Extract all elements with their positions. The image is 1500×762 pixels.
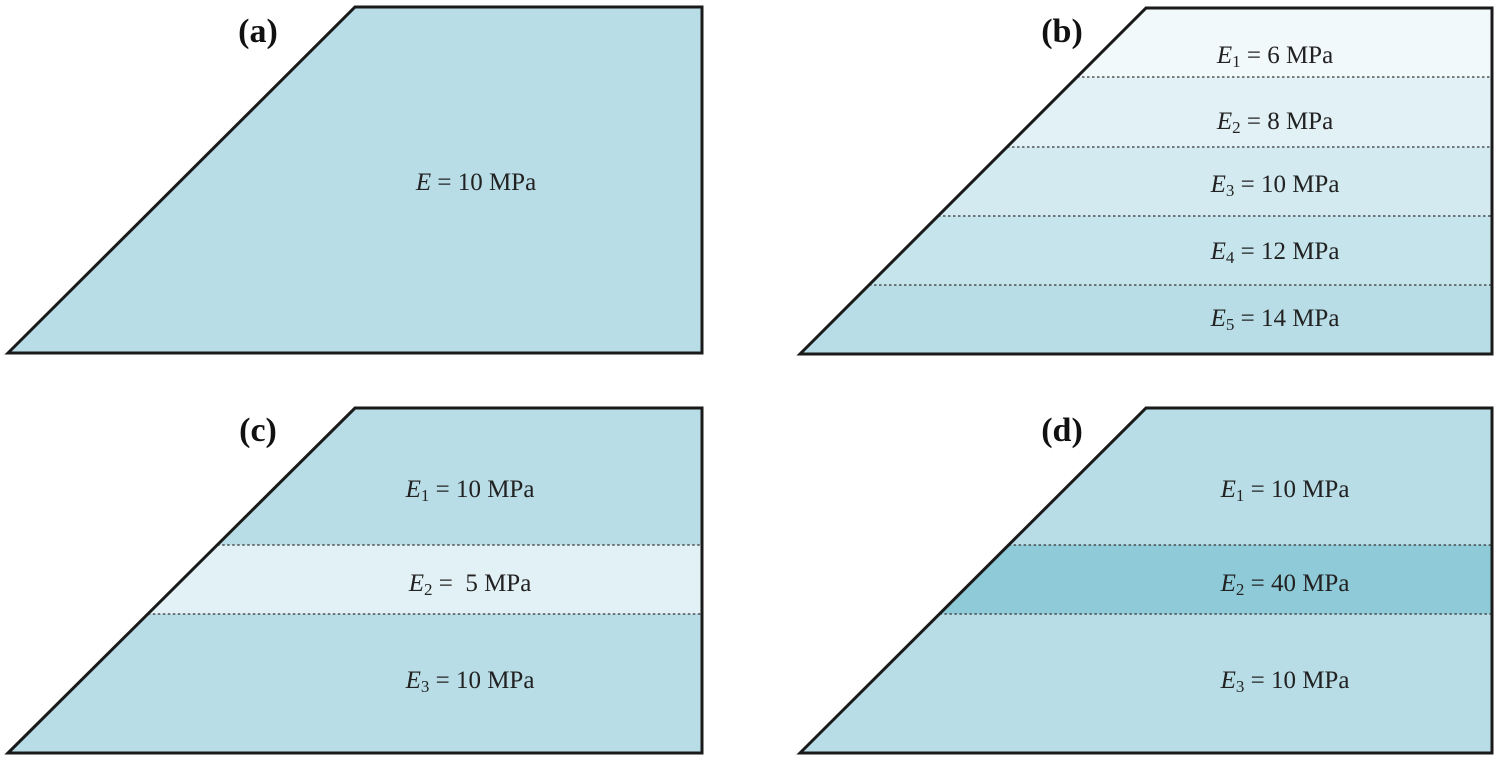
modulus-symbol: E xyxy=(405,667,421,694)
layer-1-fill xyxy=(8,7,702,353)
layer-1-fill xyxy=(1008,408,1492,545)
layer-5-fill xyxy=(800,285,1492,354)
modulus-value: = 10 MPa xyxy=(429,667,534,694)
layer-modulus-label: E2 = 5 MPa xyxy=(408,570,532,599)
panel-label: (d) xyxy=(1041,412,1083,449)
modulus-value: = 10 MPa xyxy=(429,476,534,503)
slope-outline xyxy=(4,406,704,755)
modulus-value: = 8 MPa xyxy=(1241,108,1334,135)
modulus-subscript: 2 xyxy=(1236,580,1245,599)
layer-modulus-label: E3 = 10 MPa xyxy=(1210,171,1340,200)
layer-modulus-label: E1 = 10 MPa xyxy=(405,476,535,505)
modulus-value: = 10 MPa xyxy=(1244,667,1349,694)
modulus-symbol: E xyxy=(1210,238,1226,265)
modulus-subscript: 2 xyxy=(424,580,433,599)
layer-1-fill xyxy=(217,408,702,545)
modulus-subscript: 3 xyxy=(1236,677,1245,696)
layer-modulus-label: E = 10 MPa xyxy=(415,169,536,196)
layer-modulus-label: E1 = 10 MPa xyxy=(1220,476,1350,505)
modulus-value: = 10 MPa xyxy=(431,169,536,196)
modulus-subscript: 3 xyxy=(421,677,430,696)
modulus-subscript: 3 xyxy=(1226,181,1235,200)
panel-label: (a) xyxy=(238,13,278,50)
modulus-symbol: E xyxy=(1216,108,1232,135)
modulus-symbol: E xyxy=(405,476,421,503)
modulus-subscript: 1 xyxy=(1236,486,1245,505)
layer-modulus-label: E5 = 14 MPa xyxy=(1210,305,1340,334)
layer-4-fill xyxy=(869,216,1492,285)
panel-a: (a) E = 10 MPa xyxy=(4,5,704,355)
layer-modulus-label: E1 = 6 MPa xyxy=(1216,42,1333,71)
modulus-value: = 5 MPa xyxy=(432,570,531,597)
modulus-symbol: E xyxy=(1210,171,1226,198)
layer-2-fill xyxy=(1007,77,1492,147)
modulus-value: = 12 MPa xyxy=(1234,238,1339,265)
slope-outline xyxy=(796,406,1494,755)
modulus-subscript: 2 xyxy=(1232,118,1241,137)
layer-modulus-label: E4 = 12 MPa xyxy=(1210,238,1340,267)
layer-2-fill xyxy=(939,545,1492,614)
modulus-symbol: E xyxy=(1216,42,1232,69)
modulus-value: = 10 MPa xyxy=(1244,476,1349,503)
layer-3-fill xyxy=(8,614,702,753)
panel-label: (c) xyxy=(239,412,277,449)
modulus-value: = 10 MPa xyxy=(1234,171,1339,198)
modulus-subscript: 4 xyxy=(1226,248,1235,267)
modulus-value: = 14 MPa xyxy=(1234,305,1339,332)
layer-modulus-label: E2 = 40 MPa xyxy=(1220,570,1350,599)
modulus-subscript: 1 xyxy=(1232,52,1241,71)
slope-outline xyxy=(4,5,704,355)
modulus-symbol: E xyxy=(1220,570,1236,597)
modulus-subscript: 5 xyxy=(1226,315,1235,334)
layer-modulus-label: E3 = 10 MPa xyxy=(1220,667,1350,696)
panel-label: (b) xyxy=(1041,13,1083,50)
layer-3-fill xyxy=(938,147,1492,216)
layer-3-fill xyxy=(800,614,1492,753)
layer-modulus-label: E3 = 10 MPa xyxy=(405,667,535,696)
modulus-symbol: E xyxy=(1210,305,1226,332)
layer-2-fill xyxy=(147,545,703,614)
modulus-symbol: E xyxy=(415,169,431,196)
modulus-value: = 6 MPa xyxy=(1241,42,1334,69)
modulus-symbol: E xyxy=(1220,476,1236,503)
modulus-symbol: E xyxy=(408,570,424,597)
layer-1-fill xyxy=(1077,8,1492,77)
modulus-symbol: E xyxy=(1220,667,1236,694)
slope-outline xyxy=(796,6,1494,356)
layer-modulus-label: E2 = 8 MPa xyxy=(1216,108,1333,137)
modulus-value: = 40 MPa xyxy=(1244,570,1349,597)
modulus-subscript: 1 xyxy=(421,486,430,505)
